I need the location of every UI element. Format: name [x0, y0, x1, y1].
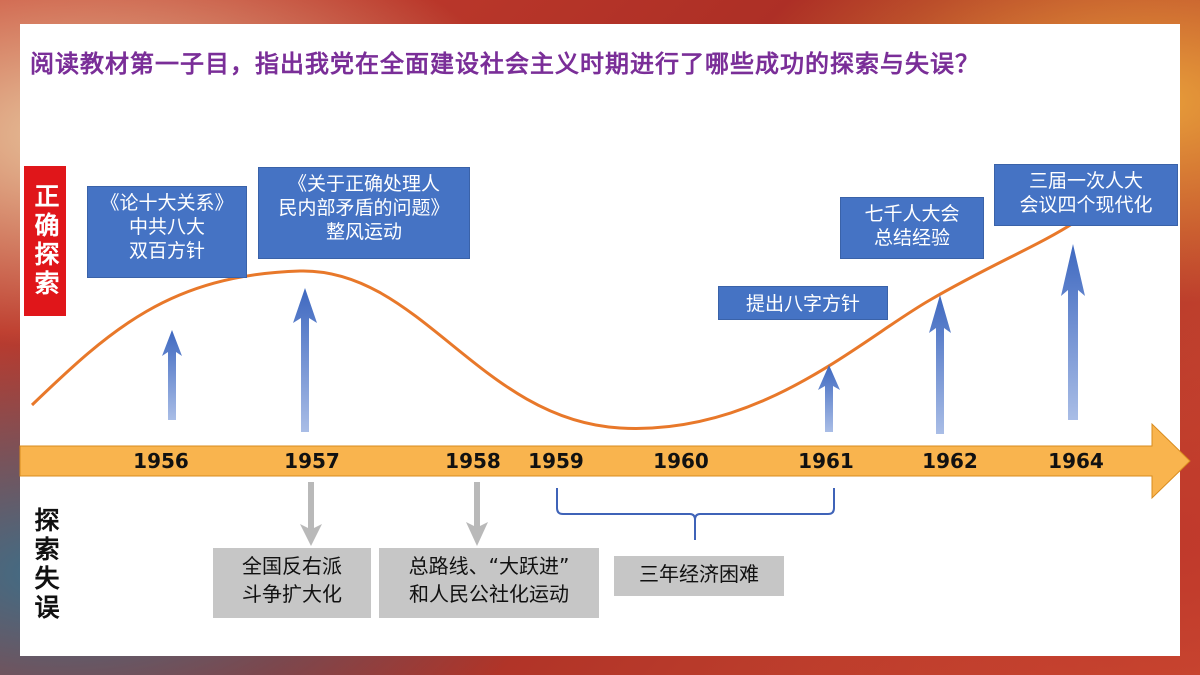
up-arrow-1957	[293, 288, 317, 432]
up-arrow-1962	[929, 295, 951, 434]
correct-box-1956-line-3: 双百方针	[128, 240, 205, 262]
mistake-box-1957-line-2: 斗争扩大化	[242, 582, 342, 606]
year-1961: 1961	[798, 449, 854, 473]
correct-box-1957-line-1: 《关于正确处理人	[287, 173, 440, 195]
correct-box-1956-line-1: 《论十大关系》	[100, 192, 234, 214]
correct-exploration-text: 正确探索	[31, 183, 60, 299]
mistake-box-1958: 总路线、“大跃进” 和人民公社化运动	[379, 548, 599, 618]
trend-curve	[30, 220, 1076, 430]
mistake-exploration-text: 探索失误	[31, 507, 60, 623]
up-arrow-1956	[162, 330, 182, 420]
mistake-box-1959-1961-line-1: 三年经济困难	[639, 562, 759, 586]
timeline-arrow	[19, 422, 1191, 500]
year-1956: 1956	[133, 449, 189, 473]
mistake-box-1958-line-2: 和人民公社化运动	[409, 582, 569, 606]
correct-box-1962-line-1: 七千人大会	[864, 203, 960, 225]
year-1962: 1962	[922, 449, 978, 473]
correct-exploration-label: 正确探索	[24, 166, 66, 316]
year-1960: 1960	[653, 449, 709, 473]
correct-box-1956: 《论十大关系》 中共八大 双百方针	[87, 186, 247, 278]
year-1964: 1964	[1048, 449, 1104, 473]
correct-box-1957-line-3: 整风运动	[325, 221, 402, 243]
correct-box-1961: 提出八字方针	[718, 286, 888, 320]
correct-box-1957: 《关于正确处理人 民内部矛盾的问题》 整风运动	[258, 167, 470, 259]
correct-box-1964-line-1: 三届一次人大	[1028, 170, 1143, 192]
up-arrow-1964	[1061, 244, 1085, 420]
correct-box-1956-line-2: 中共八大	[128, 216, 205, 238]
correct-box-1964-line-2: 会议四个现代化	[1019, 194, 1153, 216]
year-1959: 1959	[528, 449, 584, 473]
mistake-box-1957-line-1: 全国反右派	[242, 554, 342, 578]
mistake-box-1957: 全国反右派 斗争扩大化	[213, 548, 371, 618]
difficulty-bracket	[556, 488, 835, 540]
correct-box-1957-line-2: 民内部矛盾的问题》	[278, 197, 450, 219]
mistake-box-1958-line-1: 总路线、“大跃进”	[408, 554, 570, 578]
page-title: 阅读教材第一子目，指出我党在全面建设社会主义时期进行了哪些成功的探索与失误？	[30, 50, 980, 78]
mistake-exploration-label: 探索失误	[24, 490, 66, 640]
year-1957: 1957	[284, 449, 340, 473]
correct-box-1962-line-2: 总结经验	[873, 227, 950, 249]
correct-box-1964: 三届一次人大 会议四个现代化	[994, 164, 1178, 226]
down-arrow-1958	[466, 482, 488, 546]
mistake-box-1959-1961: 三年经济困难	[614, 556, 784, 596]
up-arrow-1961	[818, 365, 840, 432]
year-1958: 1958	[445, 449, 501, 473]
correct-box-1961-line-1: 提出八字方针	[745, 293, 860, 315]
down-arrow-1957	[300, 482, 322, 546]
correct-box-1962: 七千人大会 总结经验	[840, 197, 984, 259]
